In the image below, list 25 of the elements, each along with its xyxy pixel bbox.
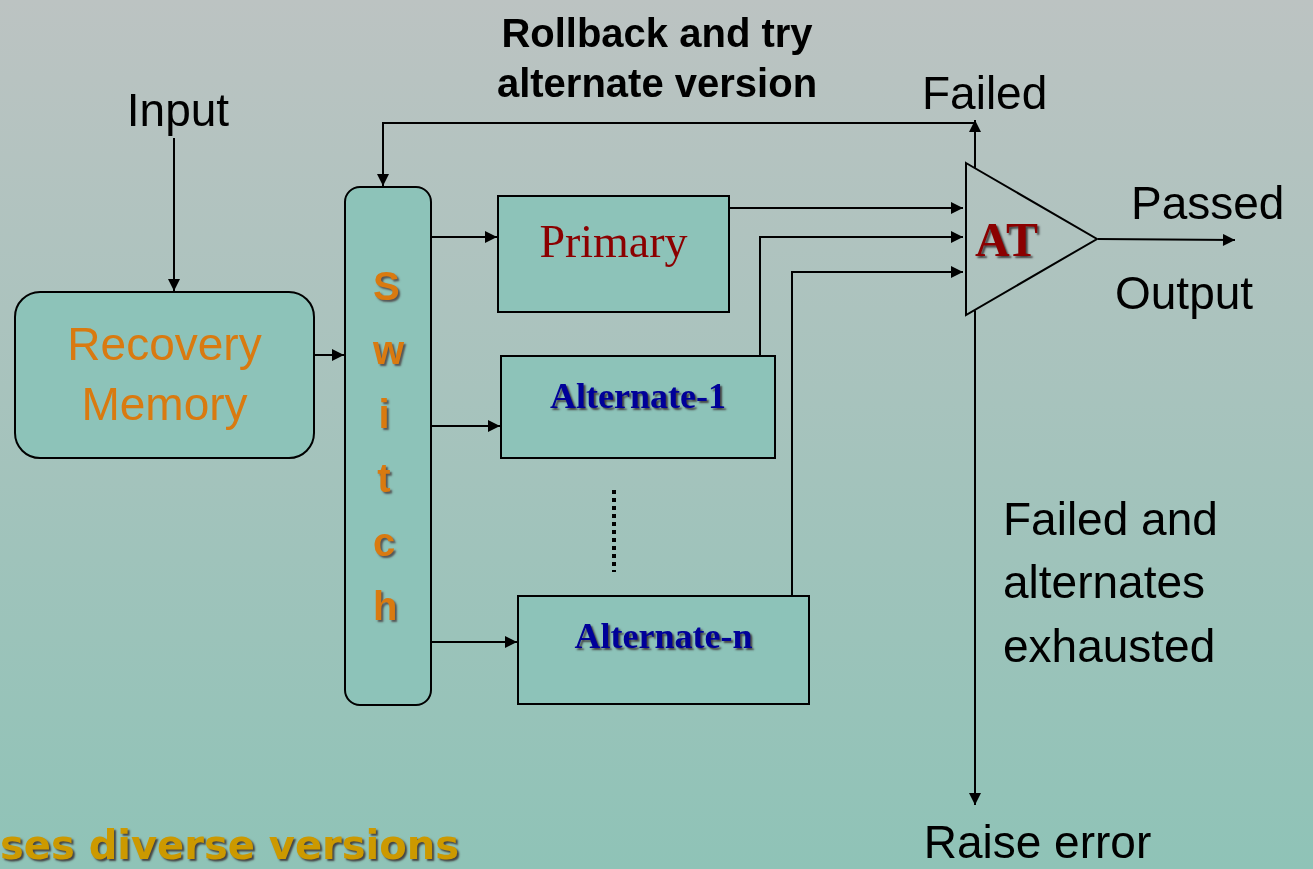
recovery-memory-box: Recovery Memory — [14, 291, 315, 459]
subtitle-text: ses diverse versions — [0, 822, 460, 868]
arrow — [168, 137, 180, 292]
arrow — [431, 420, 501, 432]
arrow — [729, 202, 964, 214]
arrow — [431, 231, 498, 243]
acceptance-test-triangle: AT — [965, 162, 1098, 316]
arrow — [969, 309, 981, 806]
output-label: Output — [1115, 266, 1254, 320]
edge-label: Rollback and try alternate version — [495, 10, 819, 107]
arrow — [314, 349, 345, 361]
arrow — [377, 122, 976, 187]
edge-label: Passed — [1131, 176, 1285, 230]
arrow — [791, 266, 964, 596]
process-box: Alternate-n — [517, 595, 810, 705]
process-box: Primary — [497, 195, 730, 313]
edge-label: Failed and alternates exhausted — [1003, 492, 1219, 674]
arrow — [759, 231, 964, 356]
input-label: Input — [110, 82, 246, 138]
arrow — [1097, 233, 1236, 246]
raise-error-label: Raise error — [895, 805, 1180, 869]
switch-box: Switch — [344, 186, 432, 706]
process-box: Alternate-1 — [500, 355, 776, 459]
edge-label: Failed — [922, 66, 1048, 120]
arrow — [431, 636, 518, 648]
